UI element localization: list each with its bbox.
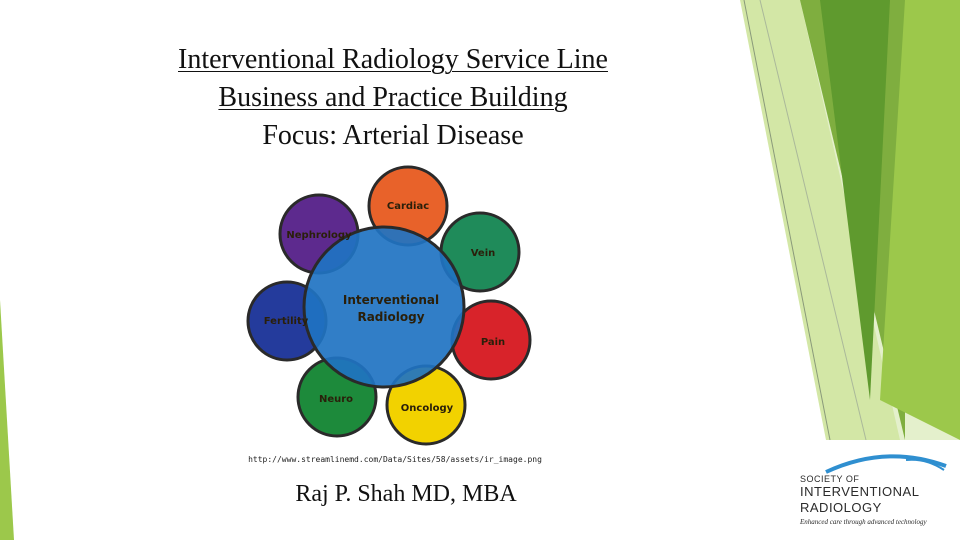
facet-pale xyxy=(740,0,900,440)
logo-line-2: INTERVENTIONAL xyxy=(800,484,920,499)
facet-dark xyxy=(820,0,890,400)
label-cardiac: Cardiac xyxy=(387,201,429,212)
sir-logo: SOCIETY OF INTERVENTIONAL RADIOLOGY Enha… xyxy=(786,440,960,540)
label-pain: Pain xyxy=(481,337,505,348)
label-neuro: Neuro xyxy=(319,394,353,405)
logo-tagline: Enhanced care through advanced technolog… xyxy=(800,518,927,526)
label-vein: Vein xyxy=(471,248,496,259)
facet-left-sliver xyxy=(0,300,14,540)
logo-line-3: RADIOLOGY xyxy=(800,500,882,515)
logo-line-1: SOCIETY OF xyxy=(800,474,860,484)
label-fertility: Fertility xyxy=(264,316,309,327)
center-label-line-2: Radiology xyxy=(357,310,424,324)
author-name: Raj P. Shah MD, MBA xyxy=(295,481,517,507)
title-line-3: Focus: Arterial Disease xyxy=(262,120,524,151)
center-label-line-1: Interventional xyxy=(343,293,439,307)
facet-edge-line xyxy=(743,0,831,441)
label-oncology: Oncology xyxy=(401,403,454,414)
title-line-2: Business and Practice Building xyxy=(218,82,568,113)
image-source-url: http://www.streamlinemd.com/Data/Sites/5… xyxy=(248,455,542,464)
center-interventional-radiology xyxy=(302,225,466,389)
title-line-1: Interventional Radiology Service Line xyxy=(178,44,608,75)
facet-bright xyxy=(880,0,960,440)
label-nephrology: Nephrology xyxy=(286,230,352,241)
facet-edge-line-2 xyxy=(759,0,867,441)
logo-arc-icon xyxy=(825,454,947,474)
